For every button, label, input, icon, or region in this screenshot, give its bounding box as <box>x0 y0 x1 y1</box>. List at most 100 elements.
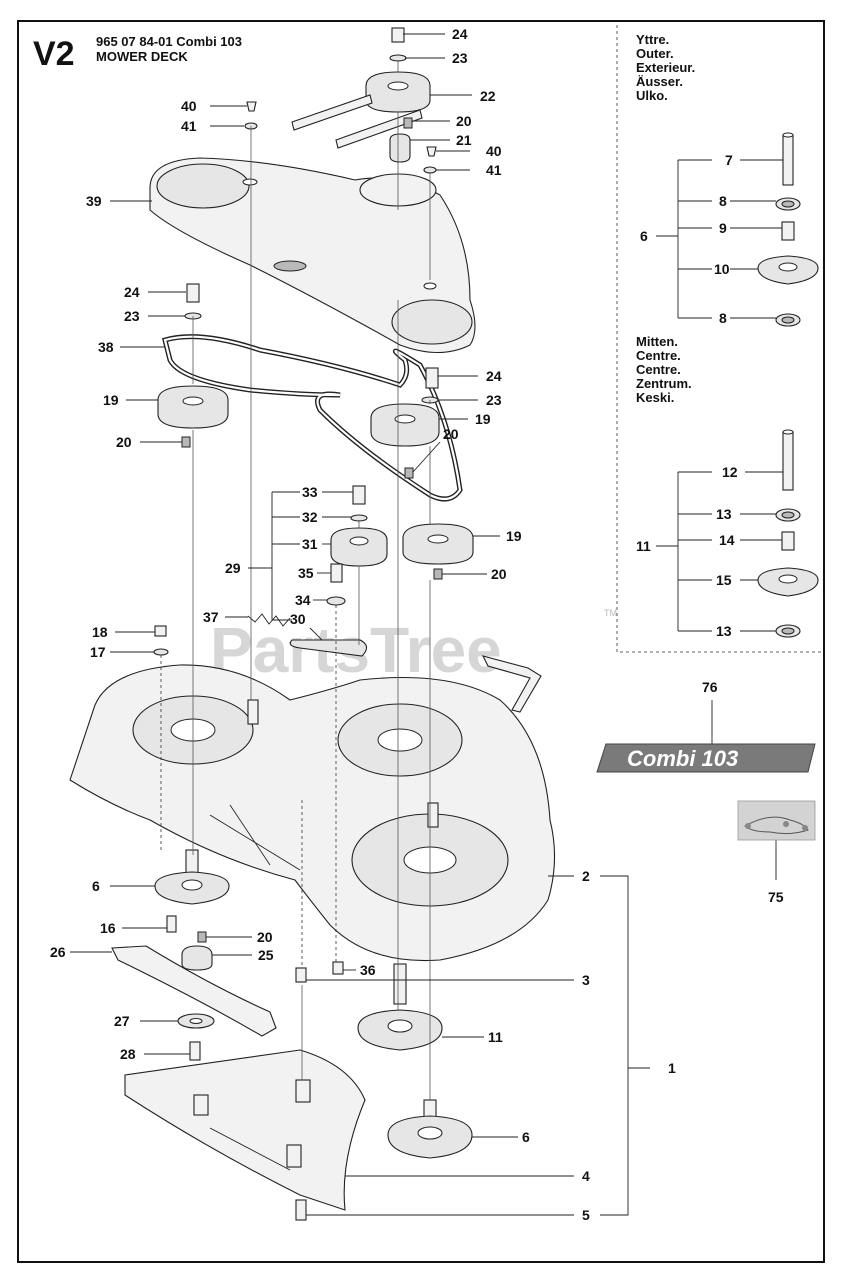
cutting-blade <box>111 945 277 1061</box>
model-number: 965 07 84-01 Combi 103 <box>96 34 242 49</box>
svg-text:Centre.: Centre. <box>636 362 681 377</box>
svg-text:20: 20 <box>456 113 472 129</box>
svg-text:Centre.: Centre. <box>636 348 681 363</box>
svg-text:29: 29 <box>225 560 241 576</box>
svg-text:Ulko.: Ulko. <box>636 88 668 103</box>
svg-text:34: 34 <box>295 592 311 608</box>
svg-text:Outer.: Outer. <box>636 46 674 61</box>
belt-routing-decal <box>737 800 816 841</box>
svg-text:16: 16 <box>100 920 116 936</box>
svg-text:38: 38 <box>98 339 114 355</box>
svg-text:Exterieur.: Exterieur. <box>636 60 695 75</box>
svg-text:11: 11 <box>636 538 651 554</box>
top-pulley-group <box>244 27 437 174</box>
svg-text:12: 12 <box>722 464 738 480</box>
svg-text:4: 4 <box>582 1168 590 1184</box>
svg-text:22: 22 <box>480 88 496 104</box>
left-pulley-stack <box>157 283 229 448</box>
svg-text:19: 19 <box>475 411 491 427</box>
svg-text:25: 25 <box>258 947 274 963</box>
mower-deck <box>69 655 556 962</box>
svg-text:Combi 103: Combi 103 <box>627 746 738 771</box>
left-spindle <box>154 849 230 971</box>
svg-text:76: 76 <box>702 679 718 695</box>
svg-text:41: 41 <box>181 118 197 134</box>
svg-text:Yttre.: Yttre. <box>636 32 669 47</box>
svg-text:2: 2 <box>582 868 590 884</box>
svg-text:13: 13 <box>716 623 732 639</box>
svg-text:1: 1 <box>668 1060 676 1076</box>
svg-text:8: 8 <box>719 193 727 209</box>
left-fastener <box>153 625 169 656</box>
svg-text:7: 7 <box>725 152 733 168</box>
bracket-1 <box>600 875 650 1216</box>
svg-text:26: 26 <box>50 944 66 960</box>
svg-text:13: 13 <box>716 506 732 522</box>
svg-text:33: 33 <box>302 484 318 500</box>
svg-text:40: 40 <box>486 143 502 159</box>
svg-text:20: 20 <box>116 434 132 450</box>
part-labels: 24 23 22 40 41 20 21 40 41 39 24 23 38 2… <box>50 26 784 1223</box>
svg-text:20: 20 <box>257 929 273 945</box>
svg-text:Äusser.: Äusser. <box>636 74 683 89</box>
svg-text:9: 9 <box>719 220 727 236</box>
inset-labels: 7 8 6 9 10 8 12 13 11 14 15 13 <box>636 152 738 639</box>
svg-text:6: 6 <box>522 1129 530 1145</box>
page-frame <box>17 20 825 1263</box>
right-lower-spindle <box>387 1099 473 1159</box>
section-title: MOWER DECK <box>96 49 188 64</box>
svg-text:Zentrum.: Zentrum. <box>636 376 692 391</box>
svg-text:6: 6 <box>92 878 100 894</box>
svg-text:Keski.: Keski. <box>636 390 674 405</box>
svg-text:24: 24 <box>124 284 140 300</box>
svg-text:20: 20 <box>491 566 507 582</box>
watermark-tm: TM <box>604 608 617 618</box>
diagram-code: V2 <box>33 35 75 73</box>
svg-text:35: 35 <box>298 565 314 581</box>
svg-text:19: 19 <box>506 528 522 544</box>
svg-text:5: 5 <box>582 1207 590 1223</box>
svg-text:40: 40 <box>181 98 197 114</box>
svg-text:20: 20 <box>443 426 459 442</box>
svg-text:11: 11 <box>488 1029 503 1045</box>
idler-group <box>247 485 474 657</box>
svg-text:36: 36 <box>360 962 376 978</box>
svg-text:15: 15 <box>716 572 732 588</box>
svg-text:23: 23 <box>124 308 140 324</box>
svg-text:14: 14 <box>719 532 735 548</box>
svg-text:28: 28 <box>120 1046 136 1062</box>
inset-boundary <box>616 25 822 653</box>
center-spindle-inset <box>757 429 819 638</box>
svg-text:17: 17 <box>90 644 106 660</box>
inset-leaders <box>656 159 783 632</box>
svg-text:Mitten.: Mitten. <box>636 334 678 349</box>
svg-text:24: 24 <box>486 368 502 384</box>
assembly-axes <box>160 60 431 1100</box>
svg-text:18: 18 <box>92 624 108 640</box>
svg-text:23: 23 <box>486 392 502 408</box>
svg-text:39: 39 <box>86 193 102 209</box>
center-pulley-stack <box>370 367 440 479</box>
svg-text:24: 24 <box>452 26 468 42</box>
svg-text:32: 32 <box>302 509 318 525</box>
svg-text:19: 19 <box>103 392 119 408</box>
main-leaders <box>70 33 777 1216</box>
outer-language-block: Yttre. Outer. Exterieur. Äusser. Ulko. <box>636 32 695 103</box>
svg-text:6: 6 <box>640 228 648 244</box>
svg-text:30: 30 <box>290 611 306 627</box>
model-decal: Combi 103 <box>596 743 816 773</box>
skid-plate <box>124 1049 366 1221</box>
center-language-block: Mitten. Centre. Centre. Zentrum. Keski. <box>636 334 692 405</box>
center-lower-spindle <box>357 963 443 1051</box>
svg-text:41: 41 <box>486 162 502 178</box>
svg-text:27: 27 <box>114 1013 130 1029</box>
svg-text:23: 23 <box>452 50 468 66</box>
belt-guard <box>149 157 476 353</box>
svg-text:3: 3 <box>582 972 590 988</box>
outer-spindle-inset <box>757 132 819 327</box>
svg-text:8: 8 <box>719 310 727 326</box>
svg-text:75: 75 <box>768 889 784 905</box>
svg-text:10: 10 <box>714 261 730 277</box>
svg-text:31: 31 <box>302 536 318 552</box>
